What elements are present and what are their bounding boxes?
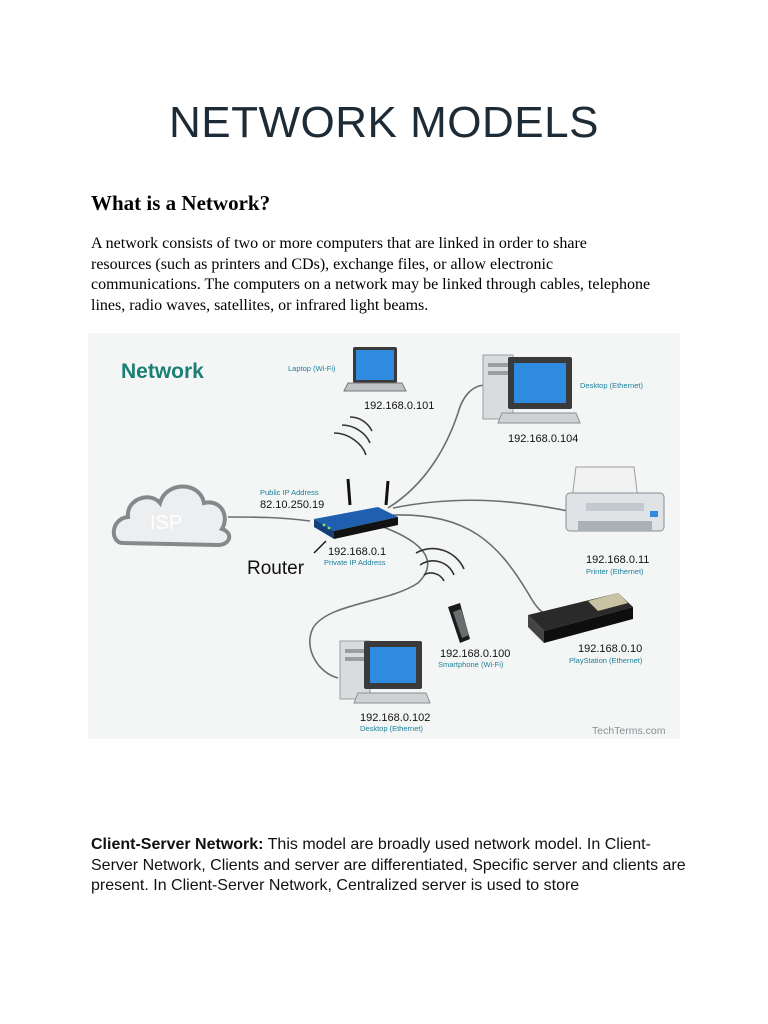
- laptop-icon: [343, 347, 407, 392]
- router-label: Router: [247, 558, 305, 579]
- smartphone-icon: [448, 603, 470, 643]
- router-private-ip: 192.168.0.1: [328, 546, 386, 558]
- smartphone-caption: Smartphone (Wi-Fi): [438, 660, 504, 669]
- printer-ip: 192.168.0.11: [586, 554, 649, 566]
- cloud-icon: [111, 484, 232, 548]
- game-console-icon: [528, 593, 633, 643]
- router-pointer: [313, 540, 327, 554]
- printer-caption: Printer (Ethernet): [586, 567, 644, 576]
- desktop2-ip: 192.168.0.102: [360, 712, 430, 724]
- router-icon: [314, 478, 398, 539]
- desktop1-caption: Desktop (Ethernet): [580, 381, 643, 390]
- intro-paragraph: A network consists of two or more comput…: [91, 235, 651, 314]
- router-private-caption: Private IP Address: [324, 558, 386, 567]
- client-server-label: Client-Server Network:: [91, 836, 264, 853]
- desktop-computer-icon-2: [339, 640, 431, 704]
- smartphone-wifi-waves-icon: [415, 547, 465, 582]
- smartphone-ip: 192.168.0.100: [440, 648, 510, 660]
- client-server-text: This model are broadly used network mode…: [91, 836, 686, 894]
- figure-credit: TechTerms.com: [592, 725, 666, 737]
- playstation-ip: 192.168.0.10: [578, 643, 642, 655]
- desktop2-caption: Desktop (Ethernet): [360, 724, 423, 733]
- laptop-ip: 192.168.0.101: [364, 400, 434, 412]
- client-server-paragraph: Client-Server Network: This model are br…: [91, 835, 691, 897]
- isp-label: ISP: [150, 512, 182, 534]
- section-heading: What is a Network?: [91, 191, 271, 215]
- router-public-ip: 82.10.250.19: [260, 499, 324, 511]
- printer-icon: [565, 466, 665, 532]
- desktop1-ip: 192.168.0.104: [508, 433, 578, 445]
- network-diagram: Network ISP Public IP Address 82.10.250.…: [88, 333, 680, 739]
- wifi-waves-icon: [333, 416, 373, 456]
- playstation-caption: PlayStation (Ethernet): [569, 656, 643, 665]
- desktop-computer-icon: [482, 354, 581, 424]
- network-cables: [227, 384, 569, 679]
- laptop-caption: Laptop (Wi-Fi): [288, 364, 336, 373]
- page-title: NETWORK MODELS: [169, 98, 599, 147]
- diagram-heading: Network: [121, 360, 204, 383]
- router-public-caption: Public IP Address: [260, 488, 319, 497]
